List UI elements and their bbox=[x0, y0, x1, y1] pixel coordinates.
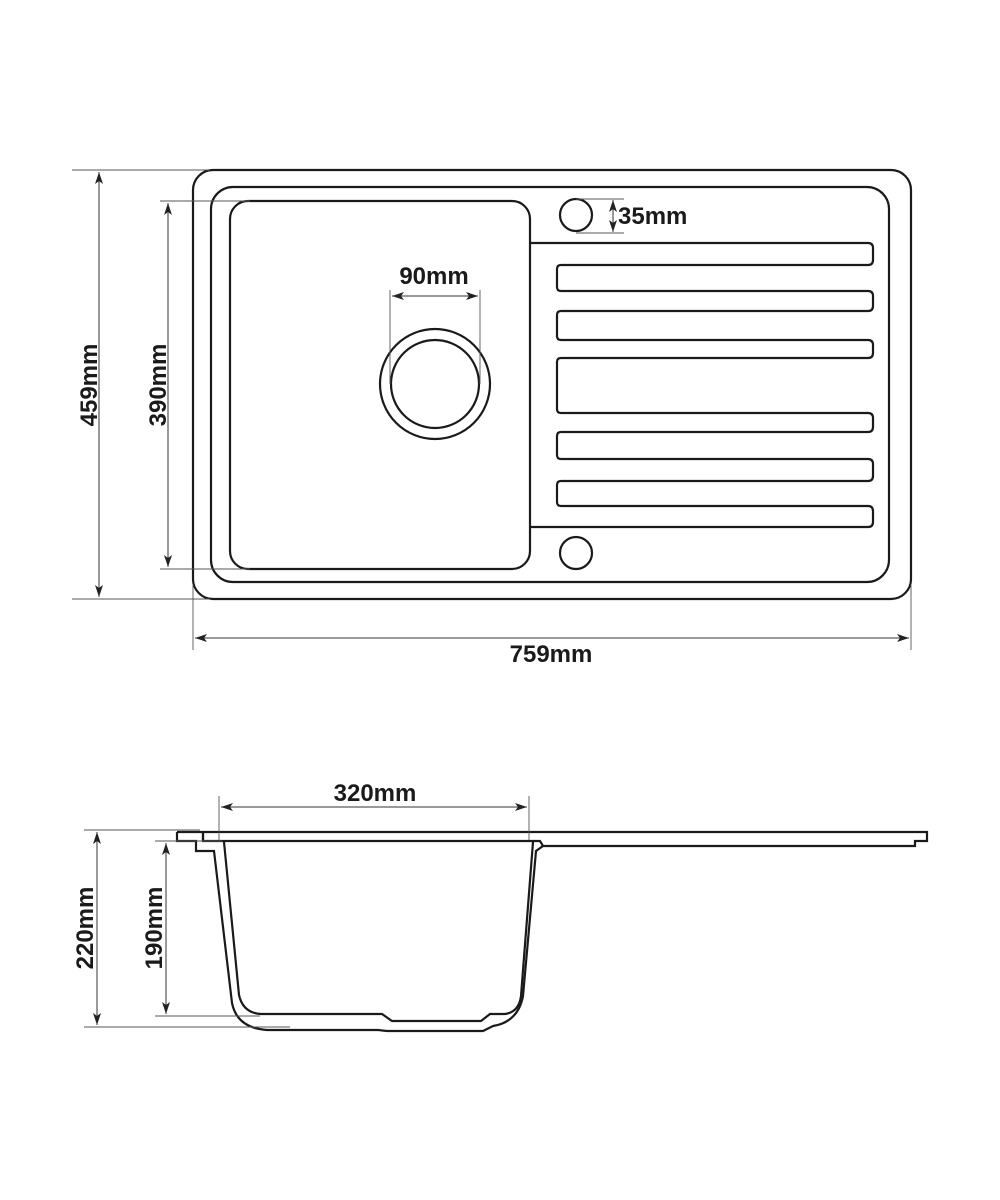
dim-label-drain-diameter: 90mm bbox=[399, 263, 468, 290]
dim-label-bowl-depth: 390mm bbox=[145, 344, 172, 427]
countertop-rim bbox=[175, 830, 929, 1033]
tap-hole-top bbox=[558, 197, 594, 233]
tap-hole-bottom bbox=[558, 535, 594, 571]
side-view: 320mm 220mm 190mm bbox=[72, 780, 929, 1033]
sink-inner-rim bbox=[209, 185, 891, 584]
dim-label-bowl-width: 320mm bbox=[334, 780, 417, 807]
dim-label-overall-depth: 459mm bbox=[76, 344, 103, 427]
dim-label-overall-height: 220mm bbox=[72, 887, 99, 970]
bowl-inner-wall bbox=[222, 841, 535, 1023]
sink-outer-outline bbox=[191, 168, 913, 601]
top-view: 459mm 390mm 90mm 35mm 759mm bbox=[72, 168, 913, 668]
dim-label-tap-hole: 35mm bbox=[618, 203, 687, 230]
drainboard-grooves bbox=[530, 241, 875, 529]
drain-outer-circle bbox=[378, 327, 492, 441]
bowl-outline bbox=[228, 199, 532, 571]
dim-label-bowl-height: 190mm bbox=[141, 887, 168, 970]
drain-inner-circle bbox=[389, 338, 481, 430]
dim-label-overall-width: 759mm bbox=[510, 641, 593, 668]
